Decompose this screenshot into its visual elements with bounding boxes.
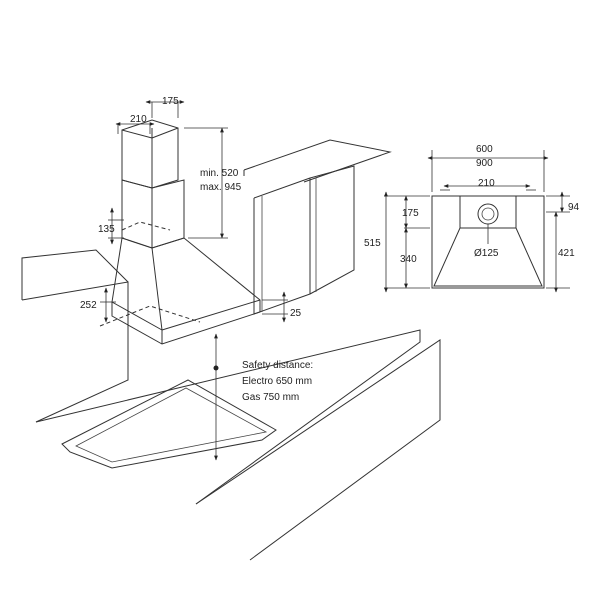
canopy (111, 237, 261, 345)
worktop-front-edge (21, 281, 129, 423)
right-height-label: 421 (558, 248, 575, 259)
lower-chimney (121, 179, 185, 249)
worktop-long-edge (35, 329, 421, 505)
worktop-lower-edge (195, 339, 441, 561)
chimney-min-label: min. 520 (200, 168, 239, 179)
right-top-label: 94 (568, 202, 580, 213)
safety-distance-dot (213, 365, 219, 371)
hidden-line-1 (121, 221, 171, 231)
kitchen-scene (21, 139, 441, 561)
canopy-height-label: 135 (98, 224, 115, 235)
upper-chimney-top-2 (151, 127, 179, 139)
height-total-label: 515 (364, 238, 381, 249)
cabinet-edge (253, 177, 311, 199)
cabinet-top (243, 139, 392, 183)
safety-title: Safety distance: (242, 360, 313, 371)
hob-recess-outer (61, 379, 277, 469)
hob-recess-inner (75, 387, 268, 463)
chimney-width-label: 210 (130, 114, 147, 125)
wall-counter-outline (21, 249, 129, 300)
canopy-edge (151, 247, 163, 331)
chimney-max-label: max. 945 (200, 182, 242, 193)
cabinet-gap-label: 25 (290, 308, 302, 319)
wall-offset-label: 252 (80, 300, 97, 311)
cabinet-body (253, 165, 355, 315)
safety-electro: Electro 650 mm (242, 376, 312, 387)
safety-gas: Gas 750 mm (242, 392, 299, 403)
hood-dimensions: 175 210 min. 520 max. 945 135 252 25 (80, 96, 302, 461)
outlet-circle (477, 203, 499, 225)
inner-width-label: 210 (478, 178, 495, 189)
hidden-line-2 (99, 305, 201, 327)
safety-distance-note: Safety distance: Electro 650 mm Gas 750 … (242, 360, 313, 403)
upper-chimney-top (121, 129, 153, 139)
width-600-label: 600 (476, 144, 493, 155)
canopy-rim-right (161, 299, 261, 331)
width-900-label: 900 (476, 158, 493, 169)
chimney-hood (99, 119, 261, 345)
canopy-rim-left (111, 301, 163, 331)
front-view: Ø125 600 900 210 515 175 340 94 421 (364, 144, 580, 293)
outlet-label: Ø125 (474, 248, 499, 259)
height-upper-label: 175 (402, 208, 419, 219)
outlet-inner (481, 207, 495, 221)
height-lower-label: 340 (400, 254, 417, 265)
chimney-depth-label: 175 (162, 96, 179, 107)
